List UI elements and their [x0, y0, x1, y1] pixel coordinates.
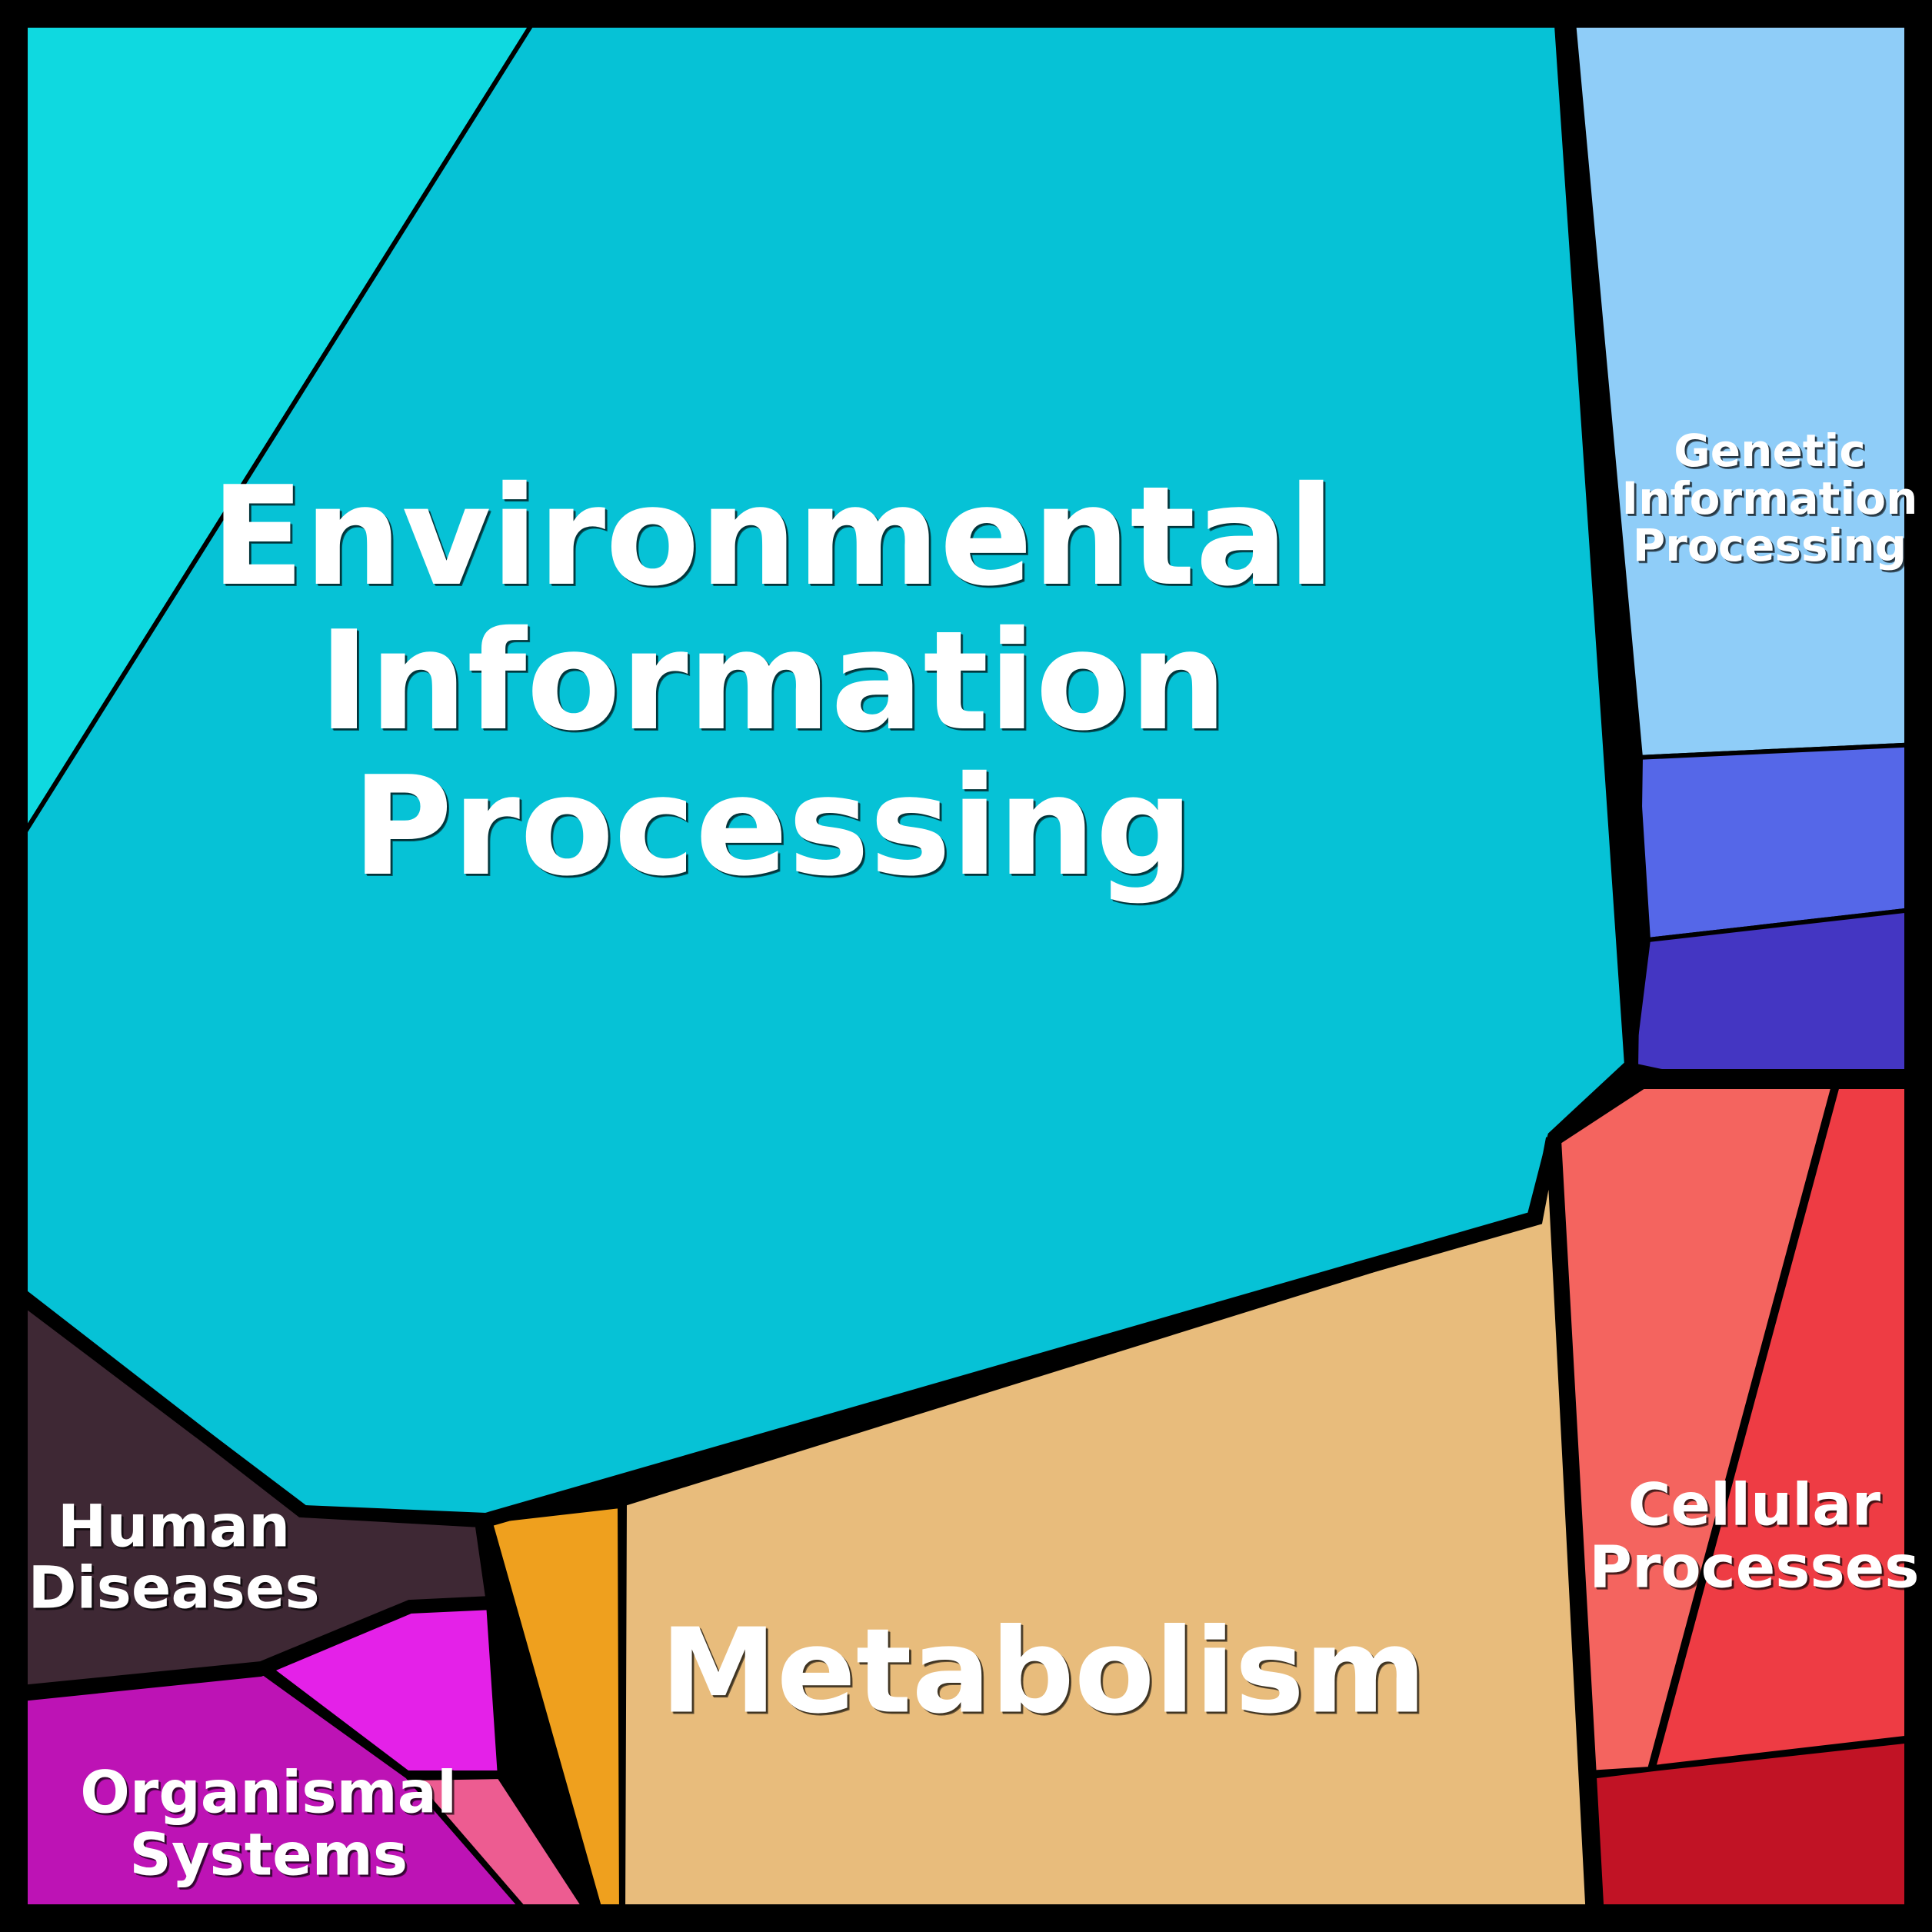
cell-gip-mid[interactable] — [1634, 741, 1920, 943]
cell-layer-children — [0, 12, 1920, 1920]
